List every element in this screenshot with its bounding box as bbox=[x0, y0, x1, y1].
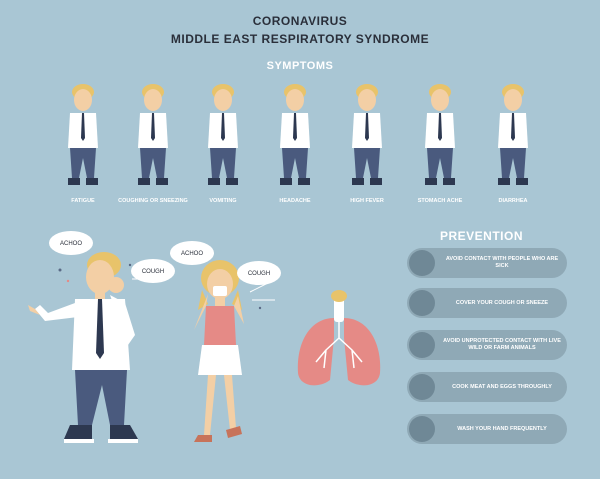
symptom-label: VOMITING bbox=[209, 198, 237, 204]
symptom-item: DIARRHEA bbox=[473, 80, 553, 215]
lungs-illustration bbox=[297, 290, 381, 386]
prevention-text: AVOID UNPROTECTED CONTACT WITH LIVE WILD… bbox=[443, 338, 561, 351]
symptom-label: COUGHING OR SNEEZING bbox=[118, 198, 188, 204]
symptom-figure bbox=[425, 84, 455, 185]
symptom-item: COUGHING OR SNEEZING bbox=[113, 80, 193, 215]
symptom-figure bbox=[498, 84, 528, 185]
prevention-heading: PREVENTION bbox=[440, 229, 524, 243]
symptom-item: STOMACH ACHE bbox=[400, 80, 480, 215]
title-line-1: CORONAVIRUS bbox=[252, 14, 348, 28]
sneezing-man-illustration bbox=[28, 252, 150, 443]
achoo-bubble-right-text: ACHOO bbox=[181, 251, 203, 257]
prevention-item: COOK MEAT AND EGGS THROUGHLY bbox=[407, 372, 567, 402]
symptoms-heading: SYMPTOMS bbox=[266, 60, 334, 72]
symptom-item: VOMITING bbox=[183, 80, 263, 215]
symptom-figure bbox=[68, 84, 98, 185]
symptom-label: STOMACH ACHE bbox=[417, 198, 463, 204]
symptom-item: HEADACHE bbox=[255, 80, 335, 215]
prevention-text: COOK MEAT AND EGGS THROUGHLY bbox=[452, 383, 552, 390]
achoo-bubble-left: ACHOO bbox=[49, 231, 93, 255]
prevention-item: WASH YOUR HAND FREQUENTLY bbox=[407, 414, 567, 444]
cough-bubble-left-text: COUGH bbox=[142, 269, 164, 275]
prevention-text: WASH YOUR HAND FREQUENTLY bbox=[457, 425, 547, 432]
prevention-item: AVOID CONTACT WITH PEOPLE WHO ARE SICK bbox=[407, 248, 567, 278]
symptom-label: HEADACHE bbox=[279, 198, 311, 204]
symptom-label: DIARRHEA bbox=[498, 198, 528, 204]
cough-bubble-right: COUGH bbox=[237, 261, 281, 285]
prevention-text: COVER YOUR COUGH OR SNEEZE bbox=[455, 299, 549, 306]
prevention-item: AVOID UNPROTECTED CONTACT WITH LIVE WILD… bbox=[407, 330, 567, 360]
symptom-figure bbox=[280, 84, 310, 185]
prevention-icon bbox=[409, 374, 435, 400]
symptom-label: HIGH FEVER bbox=[350, 198, 384, 204]
symptom-label: FATIGUE bbox=[71, 198, 95, 204]
symptom-figure bbox=[208, 84, 238, 185]
symptom-figure bbox=[138, 84, 168, 185]
achoo-bubble-left-text: ACHOO bbox=[60, 241, 82, 247]
symptom-item: FATIGUE bbox=[43, 80, 123, 215]
prevention-icon bbox=[409, 250, 435, 276]
prevention-icon bbox=[409, 416, 435, 442]
prevention-text: AVOID CONTACT WITH PEOPLE WHO ARE SICK bbox=[445, 256, 559, 269]
prevention-item: COVER YOUR COUGH OR SNEEZE bbox=[407, 288, 567, 318]
symptom-item: HIGH FEVER bbox=[327, 80, 407, 215]
title-line-2: MIDDLE EAST RESPIRATORY SYNDROME bbox=[170, 32, 430, 46]
symptom-figure bbox=[352, 84, 382, 185]
achoo-bubble-right: ACHOO bbox=[170, 241, 214, 265]
cough-bubble-right-text: COUGH bbox=[248, 271, 270, 277]
sneezing-woman-illustration bbox=[194, 260, 275, 442]
prevention-icon bbox=[409, 332, 435, 358]
prevention-icon bbox=[409, 290, 435, 316]
cough-bubble-left: COUGH bbox=[131, 259, 175, 283]
